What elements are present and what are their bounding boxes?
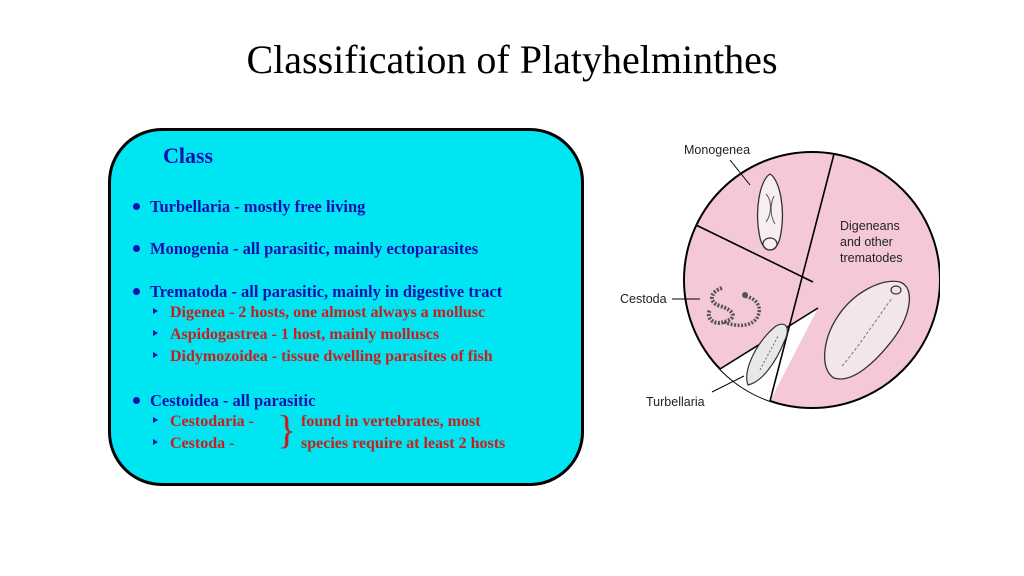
subitem-label: Digenea - 2 hosts, one almost always a m…	[170, 304, 486, 321]
bullet-icon	[133, 244, 140, 252]
label-cestoda: Cestoda	[620, 292, 667, 306]
subitem-cestoda: Cestoda -	[153, 435, 234, 453]
label-digeneans-line-3: trematodes	[840, 251, 903, 265]
class-item-trematoda: Trematoda - all parasitic, mainly in dig…	[133, 282, 502, 302]
label-digeneans-line-1: Digeneans	[840, 219, 900, 233]
class-item-label: Cestoidea - all parasitic	[150, 391, 316, 410]
class-item-label: Turbellaria - mostly free living	[150, 197, 366, 216]
class-item-turbellaria: Turbellaria - mostly free living	[133, 197, 365, 217]
subitem-digenea: Digenea - 2 hosts, one almost always a m…	[153, 304, 485, 322]
label-digeneans-line-2: and other	[840, 235, 893, 249]
label-monogenea: Monogenea	[684, 143, 750, 157]
brace-icon: }	[277, 407, 297, 452]
bullet-icon	[133, 287, 140, 295]
subitem-didymozoidea: Didymozoidea - tissue dwelling parasites…	[153, 348, 493, 366]
subitem-label: Cestodaria -	[170, 413, 254, 430]
cestoda-worm-icon	[706, 286, 761, 328]
platyhelminthes-pie-diagram: Monogenea Digeneans and other trematodes…	[620, 143, 940, 409]
divider-line	[695, 224, 814, 283]
class-item-label: Monogenia - all parasitic, mainly ectopa…	[150, 239, 479, 258]
label-turbellaria: Turbellaria	[646, 395, 705, 409]
turbellaria-worm-icon	[746, 323, 788, 386]
label-pointer	[729, 159, 751, 186]
arrow-bullet-icon	[153, 417, 158, 424]
arrow-bullet-icon	[153, 439, 158, 446]
arrow-bullet-icon	[153, 308, 158, 315]
subitem-cestodaria: Cestodaria -	[153, 413, 254, 431]
class-item-cestoidea: Cestoidea - all parasitic	[133, 391, 315, 411]
slide-title: Classification of Platyhelminthes	[246, 37, 778, 82]
subitem-aspidogastrea: Aspidogastrea - 1 host, mainly molluscs	[153, 326, 439, 344]
bullet-icon	[133, 202, 140, 210]
subitem-label: Didymozoidea - tissue dwelling parasites…	[170, 348, 493, 365]
class-item-label: Trematoda - all parasitic, mainly in dig…	[150, 282, 503, 301]
bullet-icon	[133, 396, 140, 404]
subitem-label: Cestoda -	[170, 435, 235, 452]
class-box: Class Turbellaria - mostly free living M…	[108, 128, 584, 486]
class-heading: Class	[163, 143, 214, 168]
label-pointer	[711, 375, 745, 393]
cestoidea-note-line-1: found in vertebrates, most	[301, 413, 481, 430]
subitem-label: Aspidogastrea - 1 host, mainly molluscs	[170, 326, 440, 343]
class-item-monogenia: Monogenia - all parasitic, mainly ectopa…	[133, 239, 478, 259]
cestoidea-note-line-2: species require at least 2 hosts	[301, 435, 506, 452]
digenean-fluke-icon	[823, 280, 910, 380]
monogenea-worm-icon	[757, 173, 783, 251]
arrow-bullet-icon	[153, 352, 158, 359]
arrow-bullet-icon	[153, 330, 158, 337]
